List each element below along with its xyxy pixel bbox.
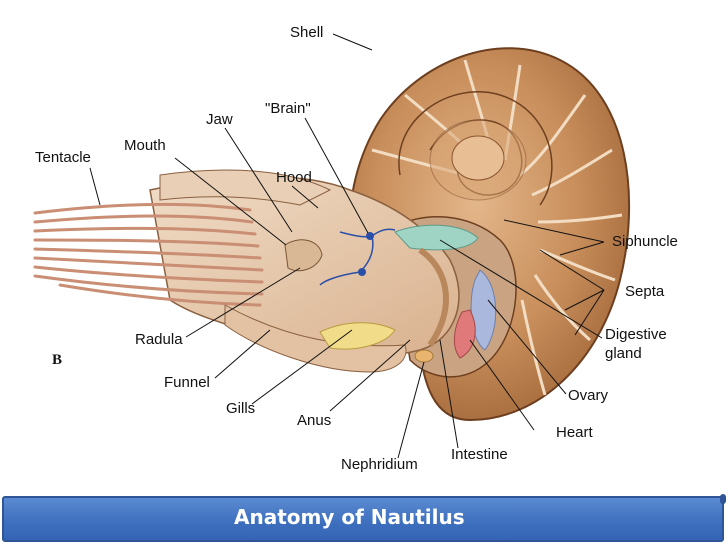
heart-shape	[453, 309, 476, 359]
label-anus: Anus	[297, 412, 332, 429]
title-banner: Anatomy of Nautilus	[2, 494, 726, 542]
intestine-shape	[418, 247, 449, 347]
label-septa: Septa	[625, 283, 665, 300]
label-digestive-gland-line2: gland	[605, 345, 642, 362]
label-tentacle: Tentacle	[35, 149, 91, 166]
banner-corner	[720, 494, 726, 504]
label-ovary: Ovary	[568, 387, 609, 404]
ovary-shape	[470, 269, 497, 351]
label-mouth: Mouth	[124, 137, 166, 154]
banner-title: Anatomy of Nautilus	[234, 505, 465, 529]
brain-ganglion	[366, 232, 374, 240]
label-shell: Shell	[290, 24, 324, 41]
label-nephridium: Nephridium	[341, 456, 418, 473]
nephridium-shape	[414, 349, 434, 363]
label-jaw: Jaw	[206, 111, 233, 128]
label-hood: Hood	[276, 169, 312, 186]
label-brain: "Brain"	[265, 100, 311, 117]
label-funnel: Funnel	[164, 374, 210, 391]
brain-ganglion-lower	[358, 268, 366, 276]
gills-shape	[319, 322, 396, 350]
label-gills: Gills	[226, 400, 256, 417]
digestive-gland-shape	[394, 224, 479, 251]
label-digestive-gland-line1: Digestive	[605, 326, 667, 343]
label-siphuncle: Siphuncle	[612, 233, 678, 250]
label-heart: Heart	[556, 424, 593, 441]
tentacles	[33, 202, 264, 307]
panel-letter: B	[52, 352, 63, 368]
label-intestine: Intestine	[451, 446, 508, 463]
leader-lines	[89, 33, 605, 459]
label-radula: Radula	[135, 331, 183, 348]
